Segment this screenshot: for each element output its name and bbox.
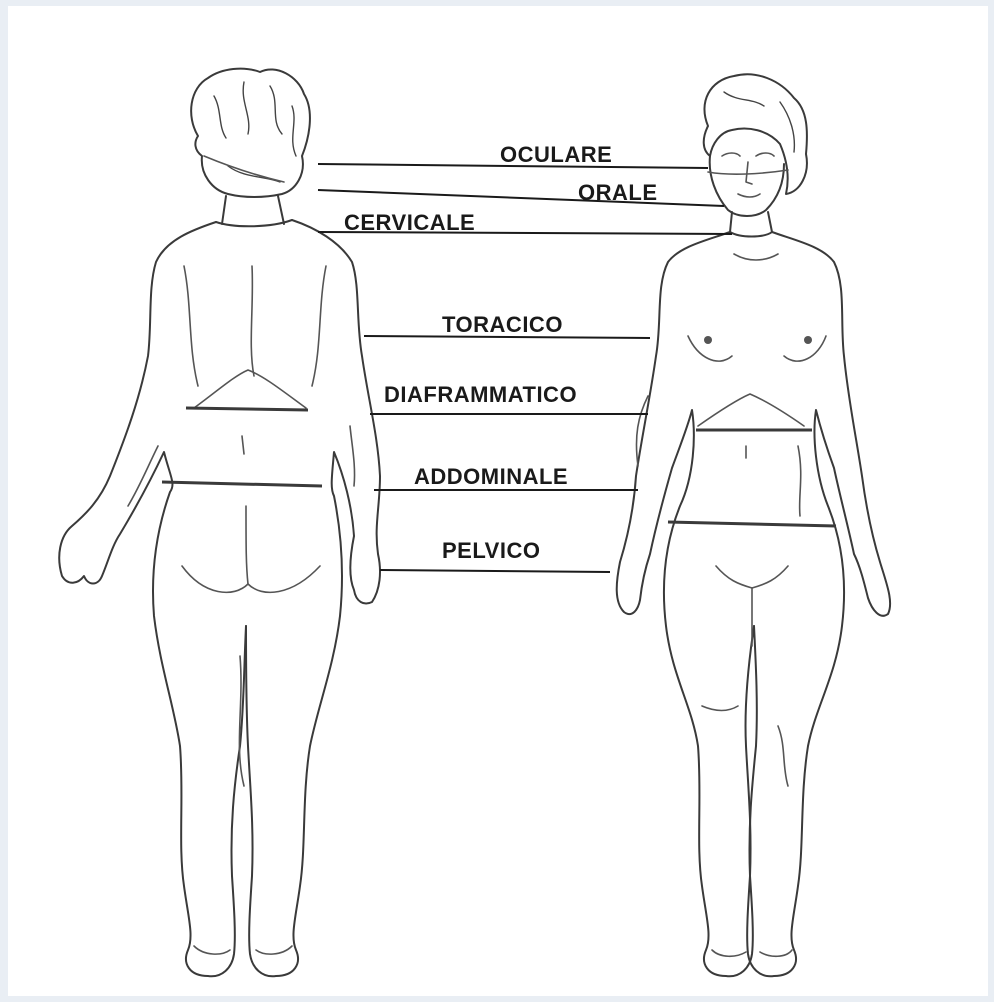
label-pelvico: PELVICO bbox=[442, 538, 540, 563]
label-diaframmatico: DIAFRAMMATICO bbox=[384, 382, 577, 407]
front-view-figure bbox=[617, 74, 890, 976]
label-oculare: OCULARE bbox=[500, 142, 612, 167]
leader-pelvico bbox=[380, 570, 610, 572]
segment-labels: OCULARE ORALE CERVICALE TORACICO DIAFRAM… bbox=[344, 142, 658, 563]
body-segments-diagram: OCULARE ORALE CERVICALE TORACICO DIAFRAM… bbox=[8, 6, 988, 996]
label-toracico: TORACICO bbox=[442, 312, 563, 337]
front-hair bbox=[704, 74, 807, 194]
label-cervicale: CERVICALE bbox=[344, 210, 475, 235]
front-left-side bbox=[617, 232, 757, 976]
back-right-side bbox=[246, 220, 380, 976]
front-face bbox=[710, 156, 784, 216]
back-hair bbox=[191, 69, 310, 197]
back-view-figure bbox=[59, 69, 380, 977]
leader-orale bbox=[318, 190, 724, 206]
diagram-canvas: OCULARE ORALE CERVICALE TORACICO DIAFRAM… bbox=[8, 6, 988, 996]
label-addominale: ADDOMINALE bbox=[414, 464, 568, 489]
front-right-side bbox=[745, 232, 890, 976]
back-left-side bbox=[59, 222, 246, 976]
label-orale: ORALE bbox=[578, 180, 658, 205]
